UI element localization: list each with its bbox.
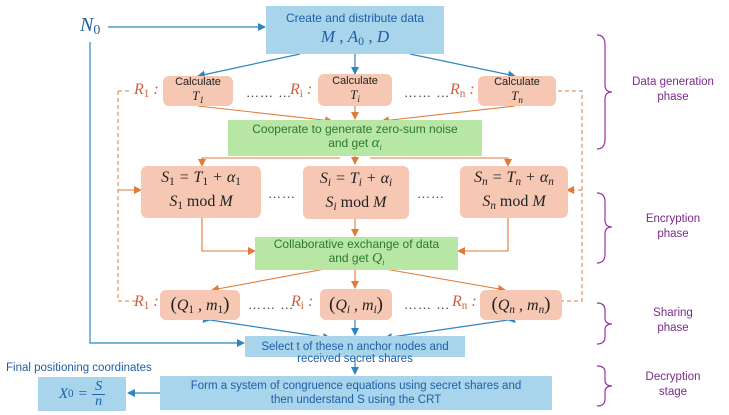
rn-label-share: Rn :: [452, 293, 477, 312]
create-line2: M , A0 , D: [321, 27, 389, 49]
arrow-encn-exchange: [457, 211, 512, 255]
arrow-calcn-noise: [381, 105, 516, 125]
select-line2: received secret shares: [297, 353, 413, 365]
share-box-i: (Qi , mi): [320, 289, 392, 320]
fraction: S n: [92, 379, 106, 409]
zero-sum-noise-box: Cooperate to generate zero-sum noise and…: [228, 120, 482, 156]
create-vars: M , A0 , D: [320, 27, 390, 48]
arrow-create-calc1: [197, 53, 301, 79]
enc-dots-left: ……: [268, 186, 296, 201]
final-coordinates-label: Final positioning coordinates: [6, 362, 152, 374]
crt-congruence-box: Form a system of congruence equations us…: [160, 376, 552, 410]
arrow-n0-select: [89, 42, 245, 347]
fraction-denominator: n: [95, 393, 103, 409]
brace-decryption: [596, 365, 613, 407]
enc-box-n: Sn = Tn + αn Sn mod M: [460, 166, 568, 218]
calc-label-1: Calculate: [175, 76, 221, 88]
arrow-sharen-select: [384, 315, 516, 341]
collaborative-exchange-box: Collaborative exchange of data and get Q…: [255, 237, 458, 270]
rn-label-calc: Rn :: [450, 81, 475, 100]
arrow-exchange-sharen: [384, 268, 506, 293]
arrow-share1-select: [202, 315, 331, 341]
brace-sharing: [596, 302, 613, 345]
ri-label-share: Ri :: [291, 293, 314, 312]
share-box-1: (Q1 , m1): [160, 290, 240, 320]
tn-symbol: T: [511, 88, 519, 103]
enc-dots-right: ……: [417, 186, 445, 201]
arrow-exchange-share1: [211, 268, 326, 293]
r1-label-share: R1 :: [134, 293, 159, 312]
arrow-noise-encn: [370, 157, 512, 167]
create-distribute-box: Create and distribute data M , A0 , D: [266, 6, 444, 54]
crt-line1: Form a system of congruence equations us…: [190, 380, 522, 392]
noise-line1: Cooperate to generate zero-sum noise: [252, 121, 458, 136]
calc-label-n: Calculate: [494, 76, 540, 88]
share-dots-left: …… …: [248, 297, 295, 312]
ti-symbol: T: [350, 87, 358, 102]
ri-label-calc: Ri :: [290, 81, 313, 100]
arrow-create-calcn: [409, 53, 516, 79]
calc-dots-right: …… …: [404, 85, 451, 100]
exchange-line2: and get Qi: [328, 251, 385, 267]
n0-subscript: 0: [93, 23, 101, 38]
calc-label-i: Calculate: [332, 75, 378, 87]
share-box-n: (Qn , mn): [480, 290, 562, 320]
noise-line2: and get αi: [328, 134, 382, 152]
n0-symbol: N: [80, 14, 94, 36]
calc-box-n: Calculate Tn: [478, 76, 556, 106]
input-n0: N0: [80, 14, 100, 39]
select-line1: Select t of these n anchor nodes and: [261, 341, 449, 353]
create-line1: Create and distribute data: [285, 11, 425, 25]
fraction-numerator: S: [92, 379, 106, 395]
dash-loop-right: [558, 90, 583, 302]
alpha-symbol: α: [371, 134, 380, 151]
t1-symbol: T: [192, 88, 200, 103]
enc-box-1: S1 = T1 + α1 S1 mod M: [141, 166, 261, 218]
brace-data-generation: [596, 34, 613, 150]
calc-box-i: Calculate Ti: [318, 74, 392, 106]
arrow-enc1-exchange: [198, 211, 256, 255]
brace-encryption: [596, 192, 613, 264]
exchange-line1: Collaborative exchange of data: [273, 237, 440, 251]
select-anchor-nodes-box: Select t of these n anchor nodes and: [245, 336, 465, 357]
x0-symbol: X: [58, 385, 69, 402]
arrow-noise-enc1: [198, 157, 340, 167]
share-dots-right: …… …: [404, 297, 451, 312]
q-symbol: Q: [371, 251, 383, 266]
calc-dots-left: …… …: [246, 85, 293, 100]
enc-box-i: Si = Ti + αi Si mod M: [303, 166, 409, 219]
calc-box-1: Calculate T1: [163, 76, 233, 106]
crt-line2: then understand S using the CRT: [270, 394, 442, 406]
dash-loop-left-top: [117, 91, 138, 302]
arrow-calc1-noise: [197, 105, 333, 125]
r1-label-calc: R1 :: [134, 81, 159, 100]
